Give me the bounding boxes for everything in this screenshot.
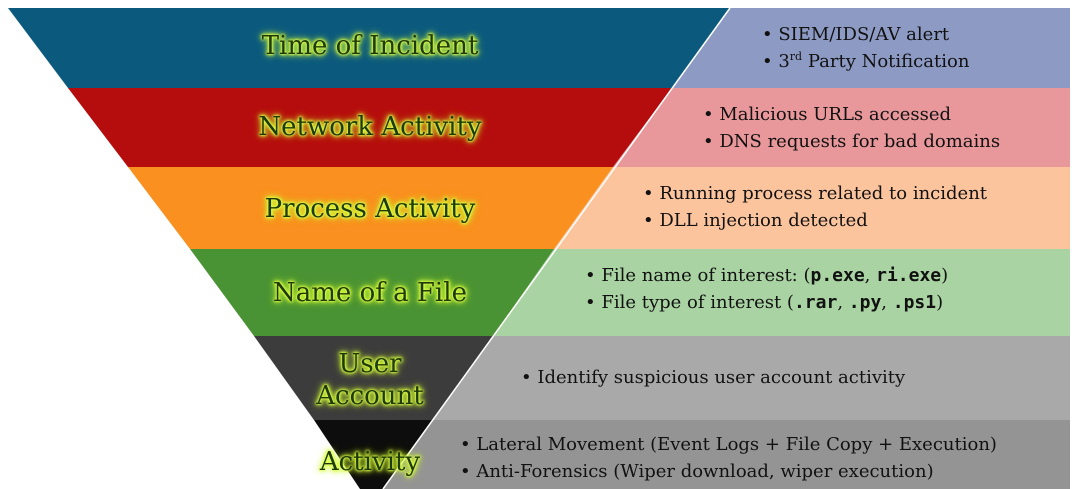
text-part: ,: [837, 292, 849, 313]
tier-user-account: [254, 336, 493, 420]
tier-label-activity: Activity: [319, 447, 421, 477]
tier-activity: [314, 420, 432, 489]
bullets-network-activity: Malicious URLs accessed DNS requests for…: [703, 101, 1000, 155]
bullet-item: DLL injection detected: [643, 207, 987, 234]
tier-label-process-activity: Process Activity: [264, 194, 476, 224]
tier-label-network-activity: Network Activity: [258, 112, 482, 142]
code-part: p.exe: [810, 265, 865, 286]
bullet-item: Anti-Forensics (Wiper download, wiper ex…: [460, 458, 997, 485]
tier-name-of-file: [190, 249, 554, 336]
tier-label-user-account: User Account: [290, 348, 450, 412]
tier-process-activity: [128, 167, 613, 249]
tier-label-account: Account: [316, 381, 424, 411]
bullet-item: Malicious URLs accessed: [703, 101, 1000, 128]
bullets-process-activity: Running process related to incident DLL …: [643, 180, 987, 234]
tier-label-name-of-file: Name of a File: [273, 278, 467, 308]
text-part: File type of interest (: [601, 292, 794, 313]
text-part: ): [936, 292, 944, 313]
bullet-item: SIEM/IDS/AV alert: [762, 21, 969, 48]
tier-label-user: User: [338, 349, 402, 379]
bullet-item: Running process related to incident: [643, 180, 987, 207]
tier-time-of-incident: [8, 8, 730, 88]
bullet-rest: Party Notification: [802, 51, 970, 72]
code-part: ri.exe: [876, 265, 942, 286]
bullet-item: File type of interest (.rar, .py, .ps1): [585, 289, 948, 316]
bullet-item: DNS requests for bad domains: [703, 128, 1000, 155]
code-part: .py: [848, 292, 882, 313]
bullets-activity: Lateral Movement (Event Logs + File Copy…: [460, 431, 997, 485]
bullets-user-account: Identify suspicious user account activit…: [521, 364, 905, 391]
bullet-superscript: rd: [789, 50, 803, 63]
bullets-name-of-file: File name of interest: (p.exe, ri.exe) F…: [585, 262, 948, 316]
bullet-item: 3rd Party Notification: [762, 48, 969, 75]
bullet-item: File name of interest: (p.exe, ri.exe): [585, 262, 948, 289]
code-part: .ps1: [892, 292, 937, 313]
bullet-item: Lateral Movement (Event Logs + File Copy…: [460, 431, 997, 458]
text-part: File name of interest: (: [601, 265, 811, 286]
code-part: .rar: [793, 292, 838, 313]
tier-label-time-of-incident: Time of Incident: [261, 31, 479, 61]
text-part: ,: [864, 265, 877, 286]
tier-separators: [382, 7, 731, 489]
bullet-item: Identify suspicious user account activit…: [521, 364, 905, 391]
tier-network-activity: [68, 88, 672, 167]
bullets-time-of-incident: SIEM/IDS/AV alert 3rd Party Notification: [762, 21, 969, 75]
bullet-ordinal: 3: [778, 51, 790, 72]
text-part: ,: [881, 292, 893, 313]
text-part: ): [941, 265, 949, 286]
